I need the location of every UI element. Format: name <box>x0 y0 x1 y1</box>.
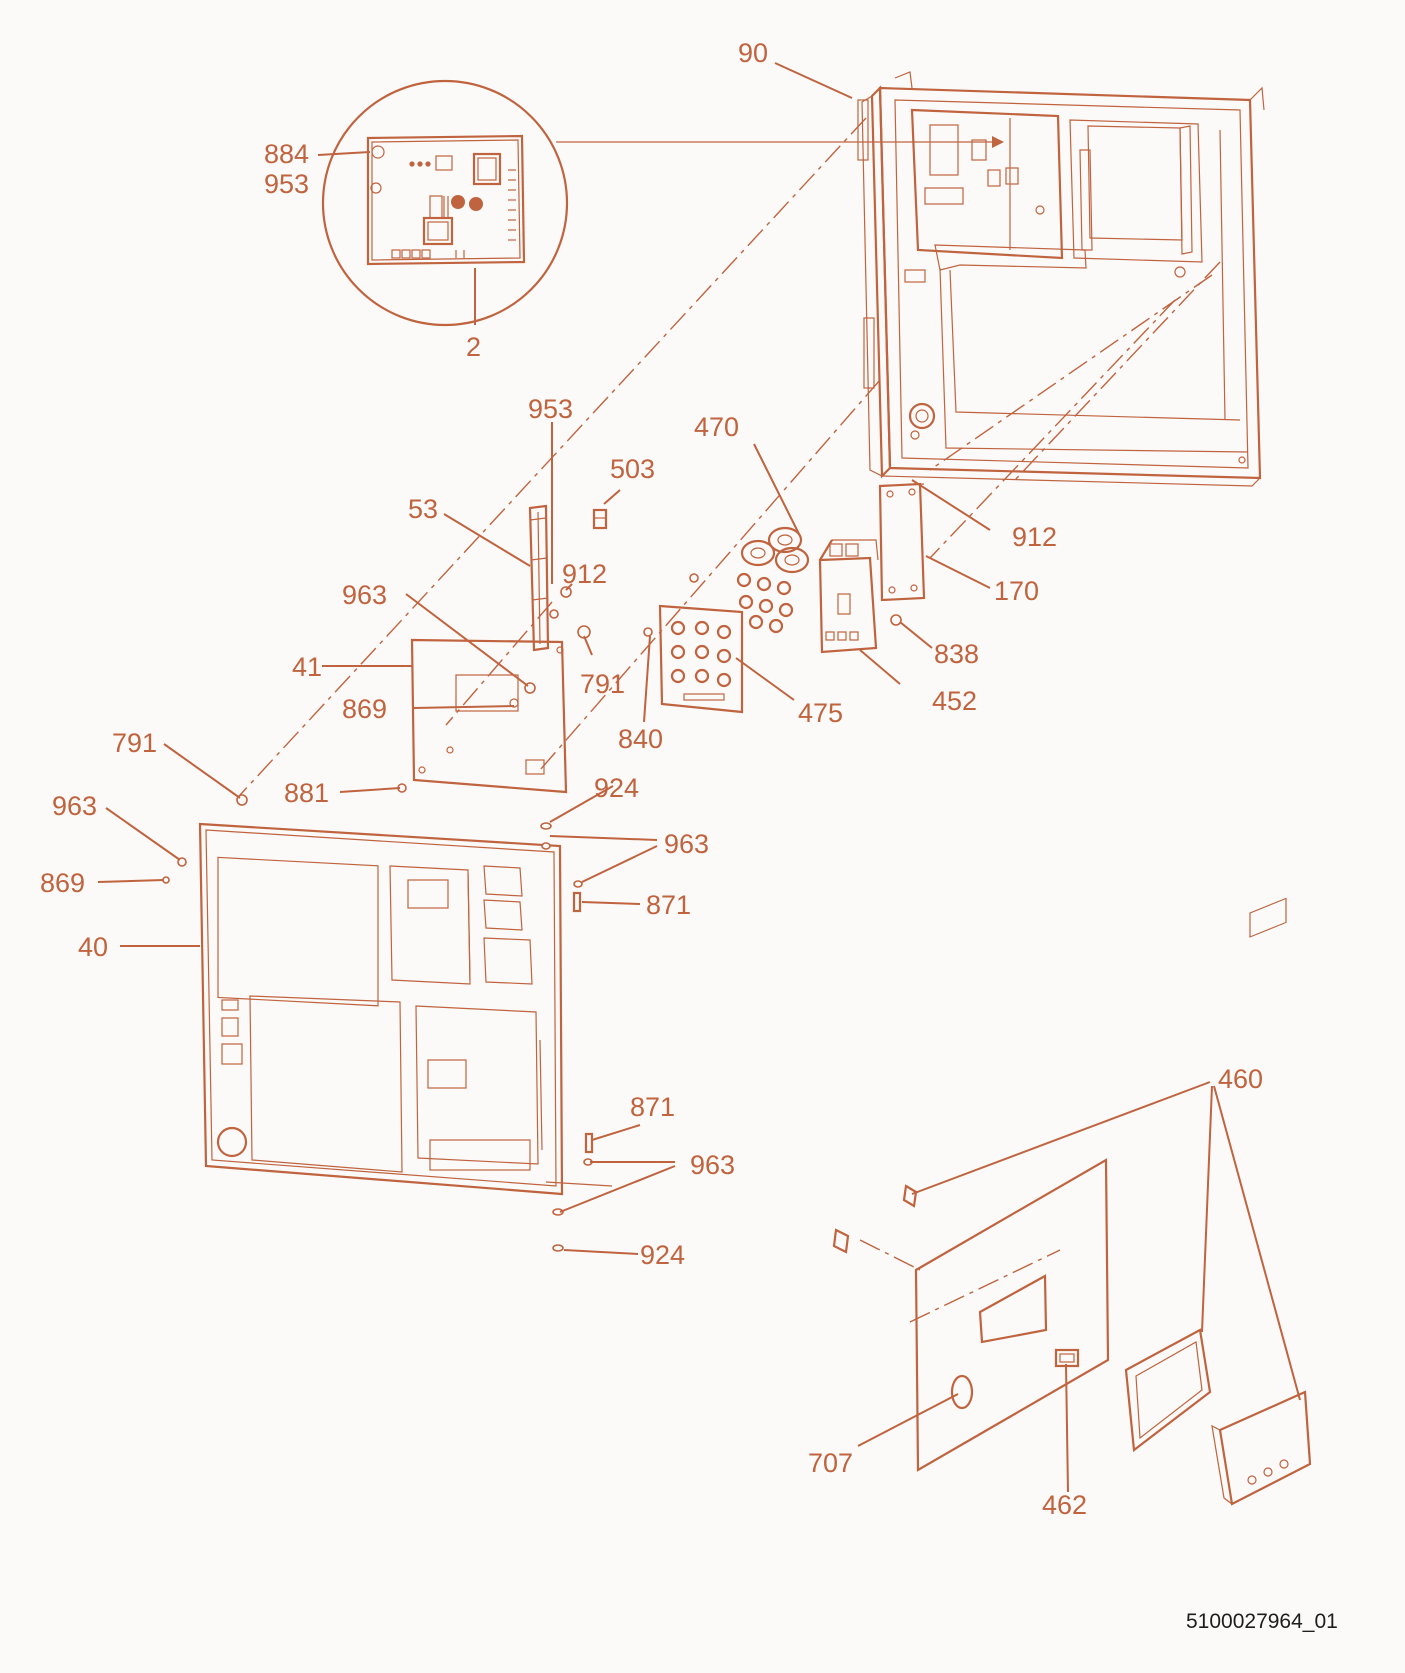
label-963-plate: 963 <box>342 580 387 610</box>
drawing-number: 5100027964_01 <box>1186 1610 1338 1633</box>
label-791-panel: 791 <box>112 728 157 758</box>
screw-912-b <box>549 609 559 619</box>
detail-leader-2 <box>556 136 1004 148</box>
label-40: 40 <box>78 932 108 962</box>
part-labels: 90 884 953 2 953 503 470 53 912 912 170 … <box>40 38 1263 1520</box>
label-953-detail: 953 <box>264 169 309 199</box>
contactor-452 <box>818 539 879 654</box>
label-963-top: 963 <box>664 829 709 859</box>
label-41: 41 <box>292 652 322 682</box>
label-90: 90 <box>738 38 768 68</box>
label-460: 460 <box>1218 1064 1263 1094</box>
detail-circle-control-board-2 <box>317 79 569 327</box>
label-452: 452 <box>932 686 977 716</box>
label-881: 881 <box>284 778 329 808</box>
clip-503 <box>592 508 608 530</box>
leader-lines <box>97 62 1301 1493</box>
label-963-bottom: 963 <box>690 1150 735 1180</box>
display-frame-460 <box>1124 1328 1212 1453</box>
label-170: 170 <box>994 576 1039 606</box>
label-953: 953 <box>528 394 573 424</box>
label-871-top: 871 <box>646 890 691 920</box>
housing-90 <box>857 71 1265 487</box>
ring-cores-470 <box>736 526 810 634</box>
label-475: 475 <box>798 698 843 728</box>
label-869-plate: 869 <box>342 694 387 724</box>
label-869-panel: 869 <box>40 868 85 898</box>
terminal-block-475 <box>643 573 744 714</box>
label-912-bracket: 912 <box>1012 522 1057 552</box>
label-462: 462 <box>1042 1490 1087 1520</box>
label-840: 840 <box>618 724 663 754</box>
label-791-plate: 791 <box>580 669 625 699</box>
label-871-bottom: 871 <box>630 1092 675 1122</box>
label-53: 53 <box>408 494 438 524</box>
label-963-panel: 963 <box>52 791 97 821</box>
hardware-front-panel <box>162 794 613 1252</box>
label-503: 503 <box>610 454 655 484</box>
label-912-rail: 912 <box>562 559 607 589</box>
label-924-top: 924 <box>594 773 639 803</box>
label-924-bottom: 924 <box>640 1240 685 1270</box>
display-module-460 <box>1211 897 1312 1506</box>
label-884: 884 <box>264 139 309 169</box>
label-707: 707 <box>808 1448 853 1478</box>
screw-912 <box>560 586 572 598</box>
front-panel-40 <box>198 822 564 1196</box>
rail-53 <box>528 504 550 652</box>
label-470: 470 <box>694 412 739 442</box>
label-838: 838 <box>934 639 979 669</box>
label-2: 2 <box>466 332 481 362</box>
mounting-plate-41 <box>397 638 568 794</box>
bracket-170 <box>878 482 926 626</box>
alignment-lines <box>239 117 1221 1323</box>
